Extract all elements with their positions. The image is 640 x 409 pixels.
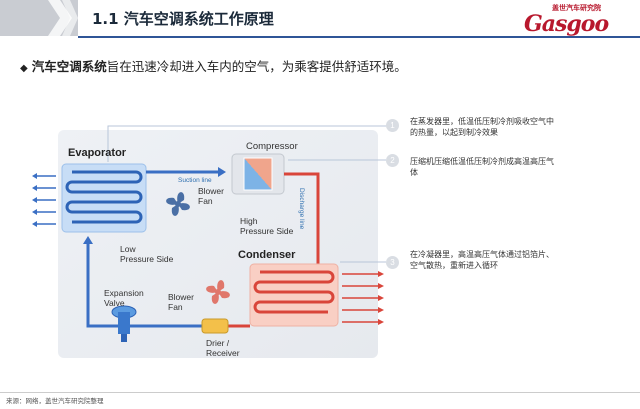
note-number-badge: 1 xyxy=(386,119,399,132)
summary-line: ◆汽车空调系统旨在迅速冷却进入车内的空气，为乘客提供舒适环境。 xyxy=(20,56,620,75)
suction-line-label: Suction line xyxy=(178,177,212,184)
ac-system-diagram: Evaporator Compressor Condenser Suction … xyxy=(28,112,388,362)
hot-air-arrows xyxy=(342,273,380,323)
header-chevron-decoration xyxy=(0,0,78,36)
note-condenser: 在冷凝器里，高温高压气体通过铝箔片、空气散热，重新进入循环 xyxy=(410,250,554,270)
slide-header: 1.1 汽车空调系统工作原理 盖世汽车研究院 Gasgoo xyxy=(0,0,640,40)
footer-divider xyxy=(0,392,640,393)
ac-diagram-graphics xyxy=(32,125,386,358)
source-footnote: 来源：网络，盖世汽车研究院整理 xyxy=(6,397,104,405)
drier-receiver-label: Drier /Receiver xyxy=(206,338,240,358)
blower-fan-icon xyxy=(206,280,230,304)
note-number-badge: 2 xyxy=(386,154,399,167)
evaporator-label: Evaporator xyxy=(68,147,127,159)
note-number-badge: 3 xyxy=(386,256,399,269)
note-evaporator: 在蒸发器里，低温低压制冷剂吸收空气中的热量，以起到制冷效果 xyxy=(410,117,554,137)
cold-air-arrows xyxy=(34,175,56,225)
leader-line-1 xyxy=(107,125,386,162)
diamond-bullet-icon: ◆ xyxy=(20,63,28,74)
summary-term: 汽车空调系统 xyxy=(31,59,107,74)
drier-receiver-unit xyxy=(201,318,229,334)
discharge-line xyxy=(284,172,320,282)
logo-subtitle: 盖世汽车研究院 xyxy=(552,4,601,12)
header-divider xyxy=(78,36,640,38)
gasgoo-logo: 盖世汽车研究院 Gasgoo xyxy=(524,3,624,37)
summary-text: 旨在迅速冷却进入车内的空气，为乘客提供舒适环境。 xyxy=(106,59,407,74)
discharge-line-label: Discharge line xyxy=(298,188,305,230)
return-line xyxy=(86,244,118,328)
blower-fan-icon xyxy=(166,192,190,216)
logo-wordmark: Gasgoo xyxy=(524,11,609,37)
condenser-label: Condenser xyxy=(238,249,296,261)
page-title: 1.1 汽车空调系统工作原理 xyxy=(92,10,274,28)
compressor-label: Compressor xyxy=(246,141,298,152)
note-compressor: 压缩机压缩低温低压制冷剂成高温高压气体 xyxy=(410,157,554,177)
